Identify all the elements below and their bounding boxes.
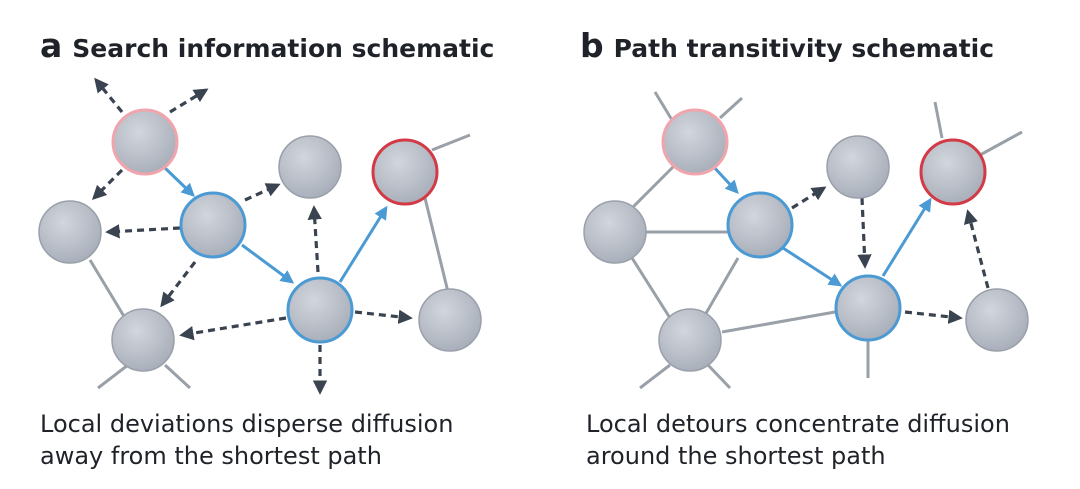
edge: [163, 363, 192, 390]
path-node: [726, 191, 794, 259]
path-node: [834, 274, 902, 342]
node: [826, 135, 890, 199]
detour-arrow: [904, 309, 963, 324]
edge: [630, 257, 672, 319]
node: [111, 308, 175, 372]
detour-arrow: [963, 209, 990, 289]
target-node: [371, 138, 439, 206]
path-edge: [782, 246, 843, 287]
edge: [718, 96, 744, 120]
node: [583, 200, 647, 264]
panel-b-caption: Local detours concentrate diffusion arou…: [586, 408, 1010, 472]
node: [418, 288, 482, 352]
panel-b-caption-line-1: Local detours concentrate diffusion: [586, 410, 1010, 438]
path-transitivity-network: [583, 91, 1029, 390]
panel-a-caption-line-2: away from the shortest path: [40, 442, 382, 470]
panel-b-letter: b: [580, 26, 604, 65]
panel-b-caption-line-2: around the shortest path: [586, 442, 886, 470]
path-edge: [710, 163, 739, 194]
source-node: [111, 108, 179, 176]
path-edge: [241, 243, 295, 284]
panel-a-caption-line-1: Local deviations disperse diffusion: [40, 410, 454, 438]
source-node: [661, 108, 729, 176]
panel-a-title-text: Search information schematic: [72, 34, 495, 63]
path-node: [286, 276, 354, 344]
deviation-arrow: [105, 224, 181, 239]
edge: [423, 197, 450, 293]
edge: [653, 91, 674, 121]
node: [278, 135, 342, 199]
deviation-arrow: [94, 77, 124, 114]
edge: [639, 363, 671, 390]
panel-a-caption: Local deviations disperse diffusion away…: [40, 408, 453, 472]
node: [658, 308, 722, 372]
path-edge: [338, 205, 388, 283]
panel-b: b Path transitivity schematic: [540, 0, 1080, 489]
path-node: [179, 191, 247, 259]
detour-arrow: [791, 186, 827, 210]
deviation-arrow: [244, 183, 281, 202]
panel-b-title: b Path transitivity schematic: [580, 26, 994, 65]
detour-arrow: [857, 197, 872, 269]
edge: [97, 363, 129, 390]
panel-a: a Search information schematic: [38, 26, 494, 472]
node: [38, 200, 102, 264]
panel-a-letter: a: [40, 26, 63, 65]
path-edge: [163, 166, 195, 197]
edge: [979, 130, 1023, 157]
edge: [88, 259, 127, 319]
edge: [630, 163, 677, 210]
deviation-arrow: [91, 168, 124, 201]
edge: [721, 310, 836, 334]
edge: [703, 257, 740, 316]
panel-a-title: a Search information schematic: [40, 26, 494, 65]
target-node: [919, 138, 987, 206]
deviation-arrow: [179, 316, 287, 341]
search-information-network: [38, 77, 482, 395]
deviation-arrow: [307, 205, 322, 273]
path-edge: [881, 197, 932, 277]
edge: [933, 101, 944, 139]
edge: [431, 133, 471, 152]
panel-b-title-text: Path transitivity schematic: [613, 34, 995, 63]
node: [965, 288, 1029, 352]
deviation-arrow: [169, 88, 209, 114]
deviation-arrow: [354, 309, 413, 324]
deviation-arrow: [160, 261, 197, 308]
edge: [706, 363, 732, 390]
